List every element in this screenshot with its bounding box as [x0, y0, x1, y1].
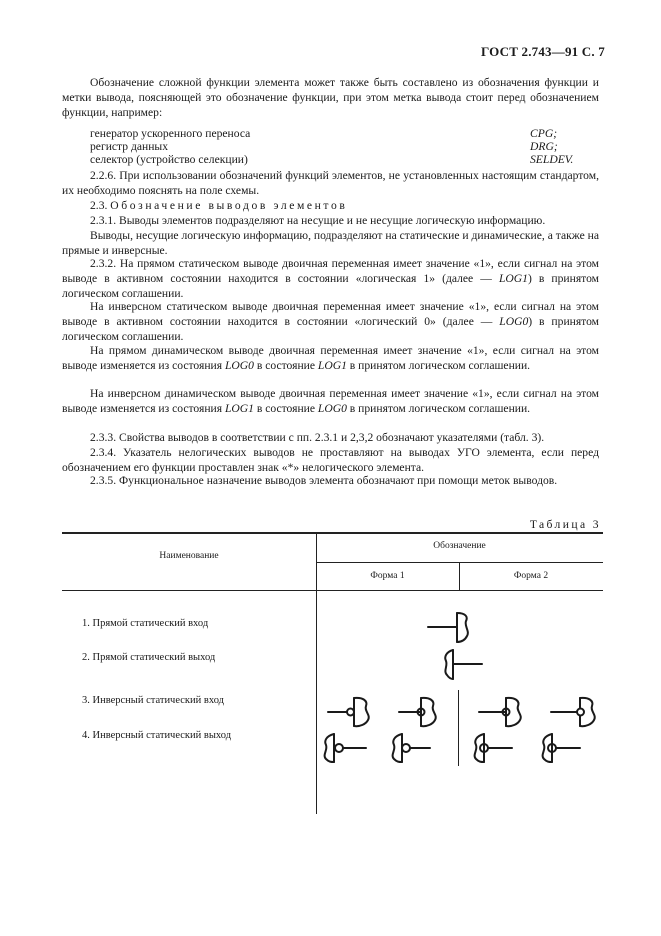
table-form-divider	[459, 562, 460, 591]
paragraph-2-3-1: 2.3.1. Выводы элементов подразделяют на …	[90, 214, 546, 227]
table-row-label: 3. Инверсный статический вход	[82, 695, 224, 706]
section-heading-2-3: 2.3. Обозначение выводов элементов	[62, 199, 599, 214]
text-run-italic: LOG0	[499, 314, 529, 328]
inverse-static-output-symbol	[323, 733, 367, 763]
paragraph-2-3-2: 2.3.2. На прямом статическом выводе двои…	[62, 257, 599, 301]
inverse-static-output-symbol	[473, 733, 513, 763]
example-code: SELDEV.	[530, 153, 574, 166]
column-header-name: Наименование	[159, 551, 219, 561]
paragraph-2-3-4: 2.3.4. Указатель нелогических выводов не…	[62, 446, 599, 474]
example-code: CPG;	[530, 127, 558, 140]
table-row-label: 2. Прямой статический выход	[82, 652, 216, 663]
inverse-static-input-symbol	[550, 696, 596, 728]
table-caption: Таблица 3	[529, 518, 601, 531]
form-separator	[458, 690, 460, 766]
inverse-static-input-symbol	[398, 696, 437, 728]
column-header-form2: Форма 2	[513, 571, 549, 581]
example-code: DRG;	[530, 140, 558, 153]
example-row: регистр данных DRG;	[90, 140, 600, 153]
column-header-designation: Обозначение	[433, 541, 486, 551]
paragraph-2-3-3: 2.3.3. Свойства выводов в соответствии с…	[90, 431, 545, 444]
text-run-italic: LOG0	[317, 401, 347, 415]
paragraph-2-3-5: 2.3.5. Функциональное назначение выводов…	[90, 474, 558, 487]
inverse-static-input-symbol	[478, 696, 522, 728]
text-run: в принятом логическом соглашении.	[346, 358, 531, 372]
text-run: На прямом динамическом выводе двоичная п…	[62, 344, 599, 372]
section-number: 2.3.	[90, 199, 108, 212]
paragraph-direct-dynamic: На прямом динамическом выводе двоичная п…	[62, 344, 599, 374]
text-run: в состояние	[253, 401, 318, 415]
page-header: ГОСТ 2.743—91 С. 7	[480, 44, 605, 59]
direct-static-input-symbol	[427, 612, 469, 643]
example-row: селектор (устройство селекции) SELDEV.	[90, 153, 600, 166]
paragraph-complex-function: Обозначение сложной функции элемента мож…	[62, 76, 599, 119]
table-top-rule	[62, 532, 603, 534]
paragraph-inverse-dynamic: На инверсном динамическом выводе двоична…	[62, 387, 599, 417]
text-run: в принятом логическом соглашении.	[346, 401, 531, 415]
text-run-italic: LOG1	[498, 271, 528, 285]
direct-static-output-symbol	[444, 649, 483, 680]
text-run: На инверсном динамическом выводе двоична…	[62, 387, 599, 415]
example-name: регистр данных	[90, 140, 168, 153]
text-run-italic: LOG1	[224, 401, 254, 415]
column-header-form1: Форма 1	[370, 571, 405, 581]
text-run-italic: LOG1	[317, 358, 347, 372]
text-run: ) в принятом логическом соглашении.	[62, 314, 600, 343]
text-run: в состояние	[253, 358, 318, 372]
example-row: генератор ускоренного переноса CPG;	[90, 127, 600, 140]
text-run: ) в принятом логическом соглашении.	[62, 271, 600, 300]
inverse-static-output-symbol	[391, 733, 431, 763]
paragraph-inverse-static: На инверсном статическом выводе двоичная…	[62, 300, 599, 344]
section-title: Обозначение выводов элементов	[110, 199, 348, 212]
text-run-italic: LOG0	[224, 358, 254, 372]
inverse-static-input-symbol	[327, 696, 370, 728]
examples-list: генератор ускоренного переноса CPG; регис…	[90, 127, 600, 166]
example-name: селектор (устройство селекции)	[90, 153, 248, 166]
paragraph-2-2-6: 2.2.6. При использовании обозначений фун…	[62, 169, 599, 197]
table-row-label: 1. Прямой статический вход	[82, 618, 209, 629]
text-run: 2.3.2. На прямом статическом выводе двои…	[62, 257, 599, 285]
inverse-static-output-symbol	[541, 733, 581, 763]
example-name: генератор ускоренного переноса	[90, 127, 251, 140]
paragraph-outputs-classes: Выводы, несущие логическую информацию, п…	[62, 229, 599, 257]
table-column-divider	[316, 532, 318, 814]
table-row-label: 4. Инверсный статический выход	[82, 730, 232, 741]
table-header-rule	[62, 590, 603, 592]
text-run: На инверсном статическом выводе двоичная…	[62, 300, 599, 328]
